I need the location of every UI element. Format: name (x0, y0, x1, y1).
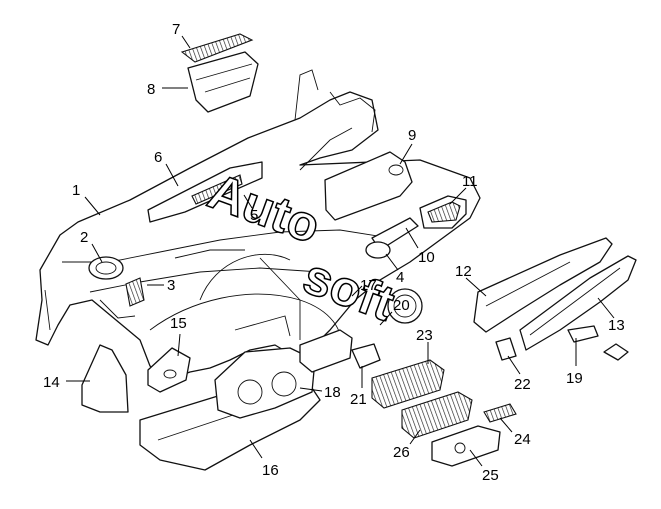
lower-trim (147, 347, 191, 393)
callout-8: 8 (147, 81, 155, 98)
callout-25: 25 (482, 467, 499, 484)
callout-22: 22 (514, 376, 531, 393)
callout-15: 15 (170, 315, 187, 332)
callout-14: 14 (43, 374, 60, 391)
vent-strip (147, 161, 263, 223)
side-panel (81, 344, 129, 413)
left-vent (88, 256, 124, 280)
center-vent-upper (371, 359, 445, 409)
callout-24: 24 (514, 431, 531, 448)
center-vent (351, 343, 381, 369)
callout-12: 12 (455, 263, 472, 280)
glove-box-lid (324, 151, 413, 221)
callout-10: 10 (418, 249, 435, 266)
callout-7: 7 (172, 21, 180, 38)
callout-6: 6 (154, 149, 162, 166)
callout-16: 16 (262, 462, 279, 479)
callout-19: 19 (566, 370, 583, 387)
callout-4: 4 (396, 269, 404, 286)
callout-26: 26 (393, 444, 410, 461)
callout-21: 21 (350, 391, 367, 408)
right-vent (419, 195, 467, 229)
knob-ring (387, 288, 423, 324)
control-panel-25 (431, 425, 501, 467)
trim-bracket (299, 329, 353, 373)
center-vent-lower (401, 391, 473, 439)
control-panel-24 (483, 403, 517, 423)
instrument-cluster (214, 347, 316, 419)
switch-22 (495, 337, 517, 361)
side-vent (125, 277, 145, 307)
sill-trim-upper (473, 237, 613, 333)
callout-3: 3 (167, 277, 175, 294)
callout-17: 17 (360, 277, 377, 294)
top-grille (180, 33, 254, 63)
callout-1: 1 (72, 182, 80, 199)
callouts: 1 2 3 4 5 6 7 8 9 10 11 12 13 14 15 16 1 (43, 21, 625, 484)
callout-5: 5 (250, 207, 258, 224)
callout-11: 11 (462, 173, 478, 190)
callout-23: 23 (416, 327, 433, 344)
defroster-duct (187, 51, 259, 113)
callout-13: 13 (608, 317, 625, 334)
callout-18: 18 (324, 384, 341, 401)
callout-20: 20 (393, 297, 410, 314)
callout-2: 2 (80, 229, 88, 246)
ring-part (365, 241, 391, 259)
callout-9: 9 (408, 127, 416, 144)
sill-trim-lower (519, 255, 637, 351)
